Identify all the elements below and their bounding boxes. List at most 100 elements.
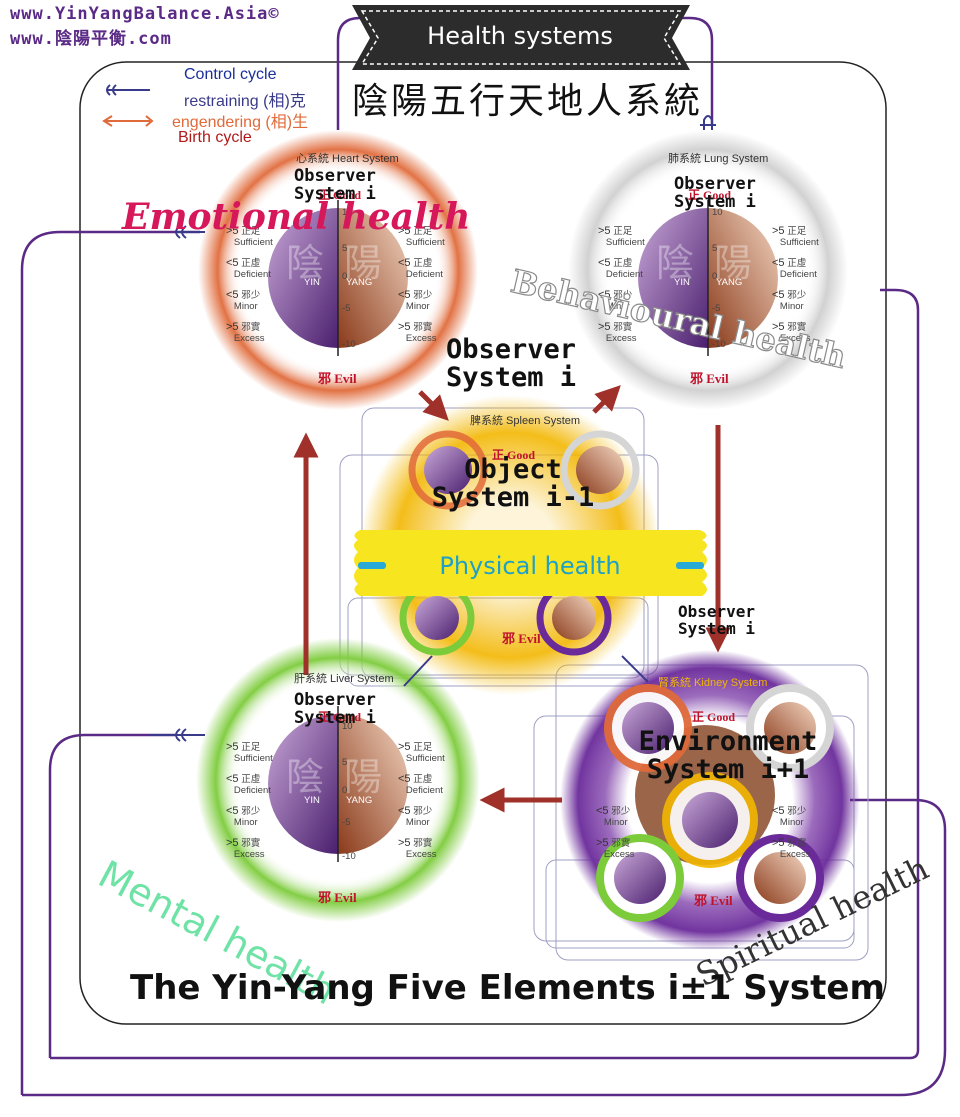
engendering-arrows: [293, 385, 731, 813]
lung-good: 正 Good: [688, 188, 732, 202]
heart-left-level-3: <5 邪少 Minor: [226, 289, 261, 312]
lung-right-level-2: <5 正虛 Deficient: [772, 257, 817, 280]
lung-yang: YANG: [716, 277, 743, 288]
lung-right-level-4: >5 邪實 Excess: [772, 321, 811, 344]
kidney-good: 正 Good: [692, 710, 736, 724]
liver-tick-m5: -5: [342, 817, 351, 828]
lung-ball: [638, 200, 778, 356]
lung-system-name: 肺系統 Lung System: [668, 153, 769, 165]
heart-good: 正 Good: [318, 188, 362, 202]
heart-right-level-4: >5 邪實 Excess: [398, 321, 437, 344]
kidney-right-level-3: <5 邪少 Minor: [772, 805, 807, 828]
heart-left-level-1: >5 正足 Sufficient: [226, 225, 273, 248]
lung-left-level-4: >5 邪實 Excess: [598, 321, 637, 344]
liver-tick-5: 5: [342, 757, 348, 768]
liver-yin: YIN: [304, 795, 320, 806]
liver-right-level-3: <5 邪少 Minor: [398, 805, 433, 828]
chinese-title: 陰陽五行天地人系統: [352, 81, 704, 122]
lung-yang-cn: 陽: [714, 241, 753, 285]
heart-right-level-2: <5 正虛 Deficient: [398, 257, 443, 280]
lung-left-level-2: <5 正虛 Deficient: [598, 257, 643, 280]
legend-engendering: engendering (相)生: [172, 114, 309, 131]
lung-left-level-3: <5 邪少 Minor: [598, 289, 633, 312]
physical-health-label: Physical health: [439, 552, 621, 580]
heart-ball: [268, 200, 408, 356]
heart-yang-cn: 陽: [344, 241, 383, 285]
liver-yang: YANG: [346, 795, 373, 806]
frame-line-mental: [48, 733, 175, 1058]
frame-line-left: [20, 230, 200, 1095]
heart-right-level-1: >5 正足 Sufficient: [398, 225, 445, 248]
frame-line-bottom: [22, 798, 947, 1097]
legend-control: Control cycle: [184, 66, 277, 83]
liver-right-level-1: >5 正足 Sufficient: [398, 741, 445, 764]
liver-system-name: 肝系統 Liver System: [294, 673, 394, 685]
lung-yin: YIN: [674, 277, 690, 288]
spleen-system-name: 脾系統 Spleen System: [470, 415, 581, 427]
heart-left-level-2: <5 正虛 Deficient: [226, 257, 271, 280]
heart-tick-m5: -5: [342, 303, 351, 314]
liver-right-level-2: <5 正虛 Deficient: [398, 773, 443, 796]
control-markers: [150, 115, 716, 742]
liver-right-level-4: >5 邪實 Excess: [398, 837, 437, 860]
liver-yang-cn: 陽: [344, 755, 383, 799]
liver-left-level-4: >5 邪實 Excess: [226, 837, 265, 860]
kidney-left-level-4: >5 邪實 Excess: [596, 837, 635, 860]
heart-tick-5: 5: [342, 243, 348, 254]
liver-left-level-2: <5 正虛 Deficient: [226, 773, 271, 796]
liver-ball: [268, 706, 408, 862]
lung-evil: 邪 Evil: [690, 371, 729, 386]
spleen-evil: 邪 Evil: [502, 631, 541, 646]
emotional-health-label: Emotional health: [122, 196, 471, 238]
kidney-evil: 邪 Evil: [694, 893, 733, 908]
banner-title: Health systems: [427, 22, 613, 50]
spleen-mini-balls: [399, 430, 640, 656]
lung-tick-10: 10: [712, 207, 723, 218]
kidney-mini-balls: [596, 684, 834, 922]
lung-tick-m5: -5: [712, 303, 721, 314]
liver-tick-10: 10: [342, 721, 353, 732]
diagram-caption: The Yin-Yang Five Elements i±1 System: [130, 968, 885, 1008]
lung-tick-m10: -10: [712, 339, 726, 350]
kidney-left-level-3: <5 邪少 Minor: [596, 805, 631, 828]
heart-tick-0: 0: [342, 271, 348, 282]
heart-evil: 邪 Evil: [318, 371, 357, 386]
lung-yin-cn: 陰: [656, 241, 695, 285]
liver-yin-cn: 陰: [286, 755, 325, 799]
lung-tick-0: 0: [712, 271, 718, 282]
liver-tick-m10: -10: [342, 851, 356, 862]
watermark-url: www.YinYangBalance.Asia©: [10, 4, 280, 24]
lung-left-level-1: >5 正足 Sufficient: [598, 225, 645, 248]
lung-tick-5: 5: [712, 243, 718, 254]
kidney-right-level-4: >5 邪實 Excess: [772, 837, 811, 860]
legend-symbols: [102, 84, 154, 127]
liver-left-level-1: >5 正足 Sufficient: [226, 741, 273, 764]
spleen-good: 正 Good: [492, 448, 536, 462]
heart-yin: YIN: [304, 277, 320, 288]
heart-yang: YANG: [346, 277, 373, 288]
liver-left-level-3: <5 邪少 Minor: [226, 805, 261, 828]
frame-line-right: [50, 288, 920, 1060]
liver-good: 正 Good: [318, 710, 362, 724]
heart-right-level-3: <5 邪少 Minor: [398, 289, 433, 312]
liver-tick-0: 0: [342, 785, 348, 796]
heart-yin-cn: 陰: [286, 241, 325, 285]
heart-left-level-4: >5 邪實 Excess: [226, 321, 265, 344]
lung-right-level-1: >5 正足 Sufficient: [772, 225, 819, 248]
kidney-system-name: 腎系統 Kidney System: [658, 677, 768, 689]
lung-right-level-3: <5 邪少 Minor: [772, 289, 807, 312]
watermark-url-cn: www.陰陽平衡.com: [10, 29, 172, 49]
health-systems-banner: [352, 5, 690, 70]
physical-health-band: [354, 530, 707, 596]
legend-birth: Birth cycle: [178, 129, 252, 146]
heart-system-name: 心系統 Heart System: [296, 153, 399, 165]
heart-tick-10: 10: [342, 207, 353, 218]
